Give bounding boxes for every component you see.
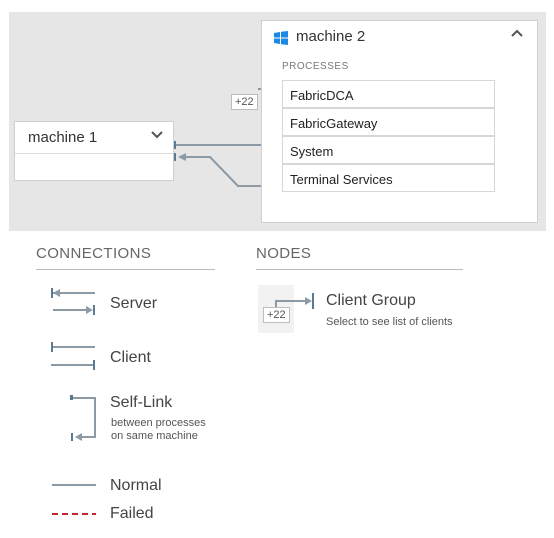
process-label: Terminal Services	[290, 172, 393, 187]
client-group-sample-count: +22	[267, 309, 286, 321]
machine-1-node[interactable]: machine 1	[14, 121, 174, 181]
client-group-badge[interactable]: +22	[231, 94, 258, 110]
processes-label: PROCESSES	[282, 61, 349, 72]
self-link-icon	[70, 395, 96, 441]
process-system[interactable]: System	[282, 136, 495, 164]
connections-legend-title: CONNECTIONS	[36, 245, 152, 262]
self-link-description: between processes on same machine	[111, 417, 206, 442]
client-connection-icon	[51, 342, 95, 370]
failed-label: Failed	[110, 505, 154, 522]
server-label: Server	[110, 295, 158, 312]
client-group-description: Select to see list of clients	[326, 316, 453, 328]
chevron-up-icon[interactable]	[510, 26, 524, 43]
process-terminal-services[interactable]: Terminal Services	[282, 164, 495, 192]
client-label: Client	[110, 349, 151, 366]
normal-label: Normal	[110, 477, 162, 494]
endpoint-m1-in	[173, 153, 176, 161]
client-group-count: +22	[235, 96, 254, 108]
connections-legend-icons	[51, 288, 96, 441]
endpoint-m1-out	[173, 141, 176, 149]
nodes-legend-title: NODES	[256, 245, 312, 262]
process-fabricgateway[interactable]: FabricGateway	[282, 108, 495, 136]
process-label: System	[290, 144, 334, 159]
process-fabricdca[interactable]: FabricDCA	[282, 80, 495, 108]
arrowhead-terminal-m1	[178, 153, 186, 161]
process-label: FabricDCA	[290, 88, 354, 103]
machine-2-title: machine 2	[296, 28, 366, 45]
process-label: FabricGateway	[290, 116, 378, 131]
client-group-sample-badge: +22	[263, 307, 290, 323]
nodes-divider	[256, 269, 463, 270]
client-group-label: Client Group	[326, 292, 416, 309]
self-link-label: Self-Link	[110, 394, 173, 411]
server-connection-icon	[51, 288, 95, 315]
line-style-legend-icons	[52, 484, 96, 515]
connection-terminal-m1[interactable]	[180, 156, 282, 187]
machine-1-title: machine 1	[28, 129, 98, 146]
chevron-down-icon[interactable]	[150, 128, 164, 145]
connections-divider	[36, 269, 215, 270]
machine-1-header[interactable]: machine 1	[15, 122, 173, 154]
windows-icon	[274, 31, 288, 45]
